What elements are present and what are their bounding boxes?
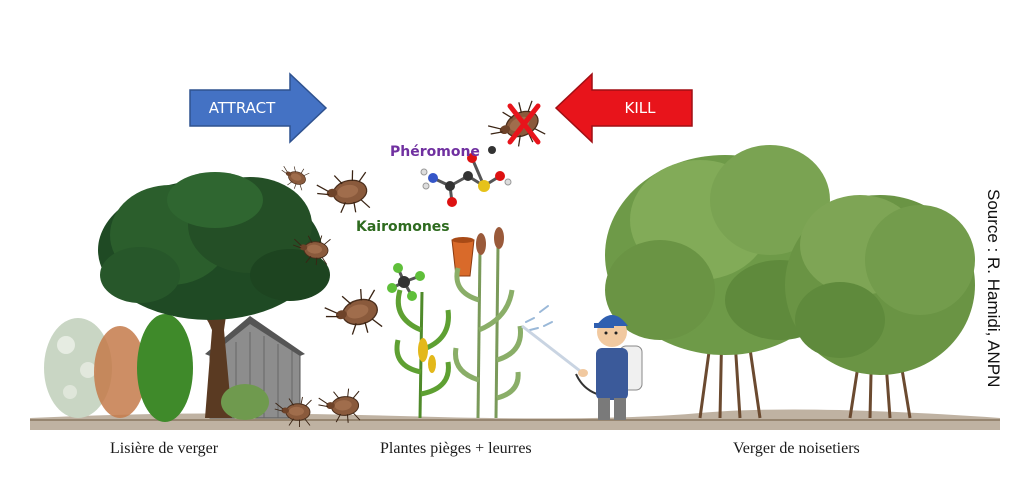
attract-arrow bbox=[189, 72, 328, 144]
molecule-icon bbox=[420, 146, 512, 207]
pheromone-label: Phéromone bbox=[390, 144, 480, 160]
kairomones-label: Kairomones bbox=[356, 219, 450, 235]
tree-icon bbox=[98, 172, 330, 418]
farmer-sprayer-icon bbox=[521, 315, 643, 420]
caption-hazelnut-orchard: Verger de noisetiers bbox=[733, 440, 860, 457]
caption-trap-plants: Plantes pièges + leurres bbox=[380, 440, 532, 457]
small-bush-icon bbox=[221, 384, 269, 420]
caption-orchard-edge: Lisière de verger bbox=[110, 440, 219, 457]
lure-trap-icon bbox=[451, 237, 475, 277]
source-credit: Source : R. Hamidi, ANPN bbox=[984, 189, 1003, 388]
stink-bug-icon bbox=[313, 167, 373, 219]
spray-mist bbox=[525, 305, 553, 331]
molecule-icon bbox=[387, 263, 425, 301]
stink-bug-icon bbox=[320, 284, 386, 343]
kill-arrow bbox=[554, 72, 693, 144]
hazelnut-shrub-icon bbox=[785, 195, 975, 419]
attract-arrow-label: ATTRACT bbox=[208, 99, 276, 117]
red-cross-icon bbox=[507, 103, 541, 145]
corn-plant-icon bbox=[394, 289, 451, 419]
flowering-bush-icon bbox=[44, 314, 193, 422]
kill-arrow-label: KILL bbox=[624, 99, 656, 117]
sorghum-plant-icon bbox=[452, 227, 524, 419]
